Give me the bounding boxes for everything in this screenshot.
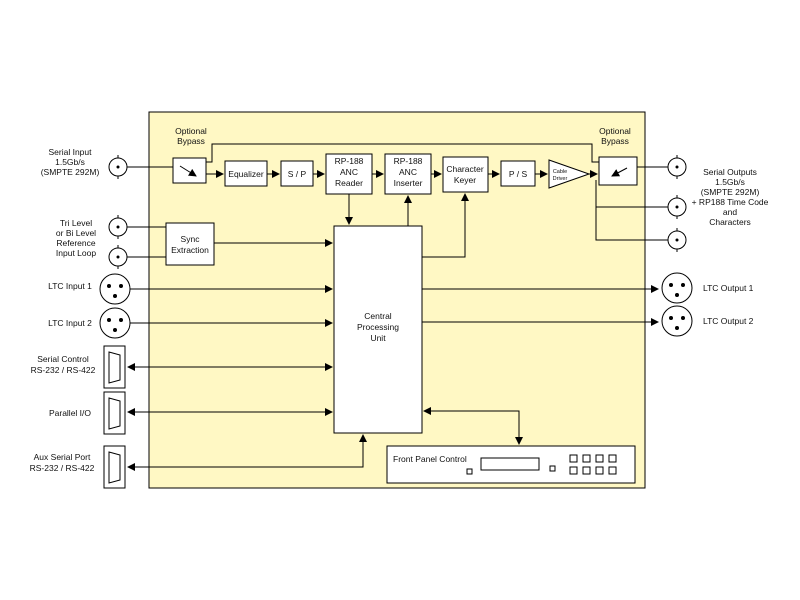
- svg-text:RP-188: RP-188: [335, 156, 364, 166]
- svg-text:Keyer: Keyer: [454, 175, 476, 185]
- svg-text:Optional: Optional: [175, 126, 207, 136]
- bnc-connector-icon: [667, 155, 687, 179]
- db9-connector-icon: [103, 391, 126, 435]
- svg-text:Optional: Optional: [599, 126, 631, 136]
- reference-input-label: Tri Level or Bi Level Reference Input Lo…: [56, 218, 96, 258]
- ltc-input-1-label: LTC Input 1: [48, 281, 92, 291]
- bypass-switch-icon: [179, 165, 197, 177]
- aux-serial-label: Aux Serial Port RS-232 / RS-422: [30, 452, 95, 473]
- bnc-connector-icon: [108, 245, 128, 269]
- equalizer-block: [224, 160, 268, 187]
- optional-bypass-in-block: [172, 157, 207, 184]
- svg-text:Extraction: Extraction: [171, 245, 209, 255]
- svg-text:Driver: Driver: [553, 176, 568, 182]
- svg-text:1.5Gb/s: 1.5Gb/s: [715, 177, 745, 187]
- svg-text:ANC: ANC: [399, 167, 417, 177]
- svg-text:Reference: Reference: [56, 238, 95, 248]
- wire: [423, 407, 523, 445]
- xlr-connector-icon: [99, 307, 131, 339]
- bypass-wire: [206, 143, 599, 163]
- front-panel-display: [480, 457, 540, 471]
- svg-text:Aux Serial Port: Aux Serial Port: [34, 452, 91, 462]
- ps-label: P / S: [509, 169, 528, 179]
- sync-extraction-block: [165, 222, 215, 266]
- xlr-connector-icon: [99, 273, 131, 305]
- optional-bypass-out-block: [598, 156, 638, 186]
- bnc-connector-icon: [108, 155, 128, 179]
- ltc-output-2-label: LTC Output 2: [703, 316, 754, 326]
- anc-inserter-label: RP-188 ANC Inserter: [394, 156, 423, 188]
- svg-text:Serial Control: Serial Control: [37, 354, 89, 364]
- svg-text:Serial Input: Serial Input: [49, 147, 93, 157]
- svg-text:+ RP188 Time Code: + RP188 Time Code: [692, 197, 769, 207]
- bnc-connector-icon: [108, 215, 128, 239]
- anc-reader-block: [325, 153, 373, 195]
- front-panel-label: Front Panel Control: [393, 454, 467, 464]
- svg-text:and: and: [723, 207, 737, 217]
- front-panel-buttons: [569, 454, 617, 475]
- xlr-connector-icon: [661, 272, 693, 304]
- svg-text:Serial Outputs: Serial Outputs: [703, 167, 757, 177]
- svg-text:(SMPTE 292M): (SMPTE 292M): [701, 187, 760, 197]
- sync-extraction-label: Sync Extraction: [171, 234, 209, 255]
- svg-text:Bypass: Bypass: [601, 136, 629, 146]
- svg-text:ANC: ANC: [340, 167, 358, 177]
- svg-text:Input Loop: Input Loop: [56, 248, 96, 258]
- cpu-label: Central Processing Unit: [357, 311, 399, 343]
- equalizer-label: Equalizer: [228, 169, 264, 179]
- anc-reader-label: RP-188 ANC Reader: [335, 156, 364, 188]
- cable-driver-label: Cable Driver: [553, 169, 568, 182]
- sp-label: S / P: [288, 169, 307, 179]
- svg-text:Unit: Unit: [370, 333, 386, 343]
- svg-text:Cable: Cable: [553, 169, 567, 175]
- svg-text:Central: Central: [364, 311, 392, 321]
- sp-block: [280, 160, 314, 187]
- wire: [127, 434, 367, 471]
- ltc-input-2-label: LTC Input 2: [48, 318, 92, 328]
- svg-text:1.5Gb/s: 1.5Gb/s: [55, 157, 85, 167]
- serial-outputs-label: Serial Outputs 1.5Gb/s (SMPTE 292M) + RP…: [692, 167, 769, 227]
- optional-bypass-out-label: Optional Bypass: [599, 126, 631, 146]
- wire: [422, 193, 469, 258]
- svg-text:Bypass: Bypass: [177, 136, 205, 146]
- svg-text:Reader: Reader: [335, 178, 363, 188]
- db9-connector-icon: [103, 345, 126, 389]
- cable-driver-icon: [548, 159, 591, 189]
- svg-text:Tri Level: Tri Level: [60, 218, 92, 228]
- svg-text:Character: Character: [446, 164, 483, 174]
- character-keyer-label: Character Keyer: [446, 164, 483, 185]
- svg-text:Characters: Characters: [709, 217, 751, 227]
- front-panel-led: [466, 468, 473, 475]
- xlr-connector-icon: [661, 305, 693, 337]
- wire: [595, 207, 668, 241]
- svg-text:or Bi Level: or Bi Level: [56, 228, 96, 238]
- bnc-connector-icon: [667, 228, 687, 252]
- serial-input-label: Serial Input 1.5Gb/s (SMPTE 292M): [41, 147, 100, 177]
- svg-text:RS-232 / RS-422: RS-232 / RS-422: [30, 463, 95, 473]
- ltc-output-1-label: LTC Output 1: [703, 283, 754, 293]
- optional-bypass-in-label: Optional Bypass: [175, 126, 207, 146]
- bypass-switch-icon: [611, 167, 628, 177]
- ps-block: [500, 160, 536, 187]
- svg-text:Inserter: Inserter: [394, 178, 423, 188]
- svg-text:Processing: Processing: [357, 322, 399, 332]
- parallel-io-label: Parallel I/O: [49, 408, 91, 418]
- svg-text:(SMPTE 292M): (SMPTE 292M): [41, 167, 100, 177]
- cpu-block: [333, 225, 423, 434]
- svg-text:RP-188: RP-188: [394, 156, 423, 166]
- bnc-connector-icon: [667, 195, 687, 219]
- front-panel-led: [549, 465, 556, 472]
- serial-control-label: Serial Control RS-232 / RS-422: [31, 354, 96, 375]
- svg-text:RS-232 / RS-422: RS-232 / RS-422: [31, 365, 96, 375]
- svg-text:Sync: Sync: [181, 234, 201, 244]
- db9-connector-icon: [103, 445, 126, 489]
